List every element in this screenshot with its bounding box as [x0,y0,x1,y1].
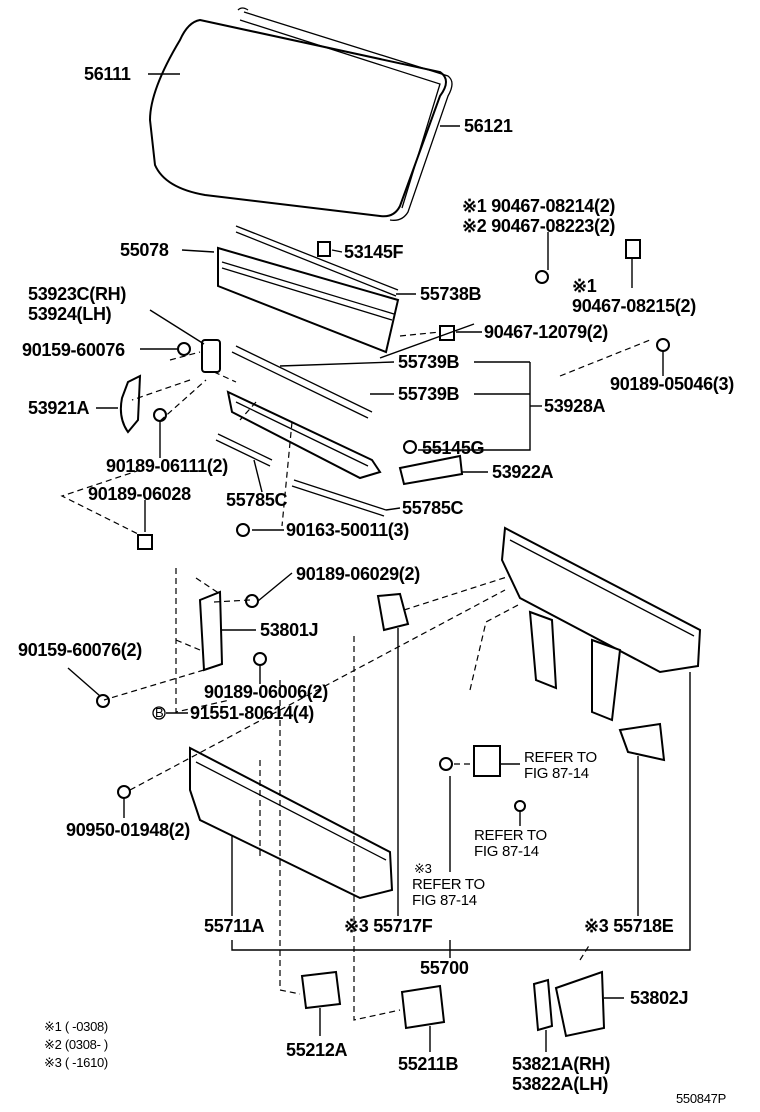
label-53822a: 53822A(LH) [512,1074,609,1094]
note-3: ※3 ( -1610) [44,1055,108,1070]
label-90950-01948: 90950-01948(2) [66,820,190,840]
label-90189-06006: 90189-06006(2) [204,682,328,702]
label-53802j: 53802J [630,988,689,1008]
cowl-panel [217,246,400,354]
label-56121: 56121 [464,116,513,136]
label-90189-06111: 90189-06111(2) [106,456,228,476]
clip-90950-01948 [117,785,131,799]
label-90467-08214: ※1 90467-08214(2) [462,196,616,216]
clip-90467-08215 [625,239,641,259]
label-55717f: ※3 55717F [344,916,433,936]
pad-55212a [300,970,342,1010]
clip-90467-08214 [535,270,549,284]
label-55078: 55078 [120,240,169,260]
diagram-id: 550847P [676,1091,726,1106]
label-90467-08215-note: ※1 [572,276,597,296]
upper-dash-panel [500,526,702,674]
pad-55211b [400,984,446,1030]
label-55785c-2: 55785C [402,498,464,518]
bolt-90159-60076-2 [96,694,110,708]
bracket-53923c [201,339,221,373]
windshield-moulding [243,11,453,221]
note-2: ※2 (0308- ) [44,1037,108,1052]
label-90189-06029: 90189-06029(2) [296,564,420,584]
bracket-53921a [119,374,142,434]
label-53801j: 53801J [260,620,319,640]
cover-53922a [398,454,464,486]
label-55739b-2: 55739B [398,384,460,404]
label-55738b: 55738B [420,284,482,304]
label-ref1-a: REFER TO [524,749,597,766]
windshield-glass [148,18,447,218]
seal-53821a [532,978,554,1032]
clip-55145g [403,440,417,454]
label-90189-05046: 90189-05046(3) [610,374,734,394]
label-53921a: 53921A [28,398,90,418]
label-90159-60076: 90159-60076 [22,340,125,360]
label-55718e: ※3 55718E [584,916,674,936]
label-90159-60076-2: 90159-60076(2) [18,640,142,660]
clip-90189-05046 [656,338,670,352]
label-ref2-b: FIG 87-14 [474,843,539,860]
marker-b [152,706,166,720]
refer-part-bracket [473,745,501,777]
label-55211b: 55211B [398,1054,459,1074]
label-55711a: 55711A [204,916,265,936]
bracket-55717f [376,592,410,632]
label-ref3-a: REFER TO [412,876,485,893]
dash-panel-55711a [189,746,394,900]
seal-55739b-upper [235,345,373,413]
refer-part-clip-a [439,757,453,771]
support-leg-left [528,610,558,690]
label-90163-50011: 90163-50011(3) [286,520,409,540]
clip-53145f [317,241,331,257]
label-90189-06028: 90189-06028 [88,484,191,504]
label-ref3-b: FIG 87-14 [412,892,477,909]
label-ref3-note: ※3 [414,861,432,876]
cowl-seal [235,225,399,291]
bolt-90159-60076 [177,342,191,356]
bracket-55718e [618,722,666,762]
label-53928a: 53928A [544,396,606,416]
screw-90163-50011 [236,523,250,537]
nut-90467-12079 [439,325,455,341]
clip-90189-06111 [153,408,167,422]
clip-90189-06006 [253,652,267,666]
label-53145f: 53145F [344,242,404,262]
label-53821a: 53821A(RH) [512,1054,611,1074]
label-marker-b: B [155,705,164,720]
label-55739b-1: 55739B [398,352,460,372]
clip-90189-06028 [137,534,153,550]
label-55700: 55700 [420,958,469,978]
clip-90189-06029 [245,594,259,608]
bracket-53801j [198,590,224,672]
label-53923c: 53923C(RH) [28,284,127,304]
label-90467-08223: ※2 90467-08223(2) [462,216,616,236]
panel-53802j [554,970,606,1038]
label-ref2-a: REFER TO [474,827,547,844]
label-55212a: 55212A [286,1040,348,1060]
seal-55785c-right [293,479,387,511]
label-90467-08215: 90467-08215(2) [572,296,696,316]
label-ref1-b: FIG 87-14 [524,765,589,782]
note-1: ※1 ( -0308) [44,1019,108,1034]
label-56111: 56111 [84,64,131,84]
label-53924: 53924(LH) [28,304,112,324]
refer-part-clip-b [514,800,526,812]
label-90467-12079: 90467-12079(2) [484,322,608,342]
label-55785c-1: 55785C [226,490,288,510]
label-91551-80614: 91551-80614(4) [190,703,314,723]
label-55145g: 55145G [422,438,485,458]
label-53922a: 53922A [492,462,554,482]
seal-55785c-left [217,433,273,461]
support-leg-right [591,638,622,722]
